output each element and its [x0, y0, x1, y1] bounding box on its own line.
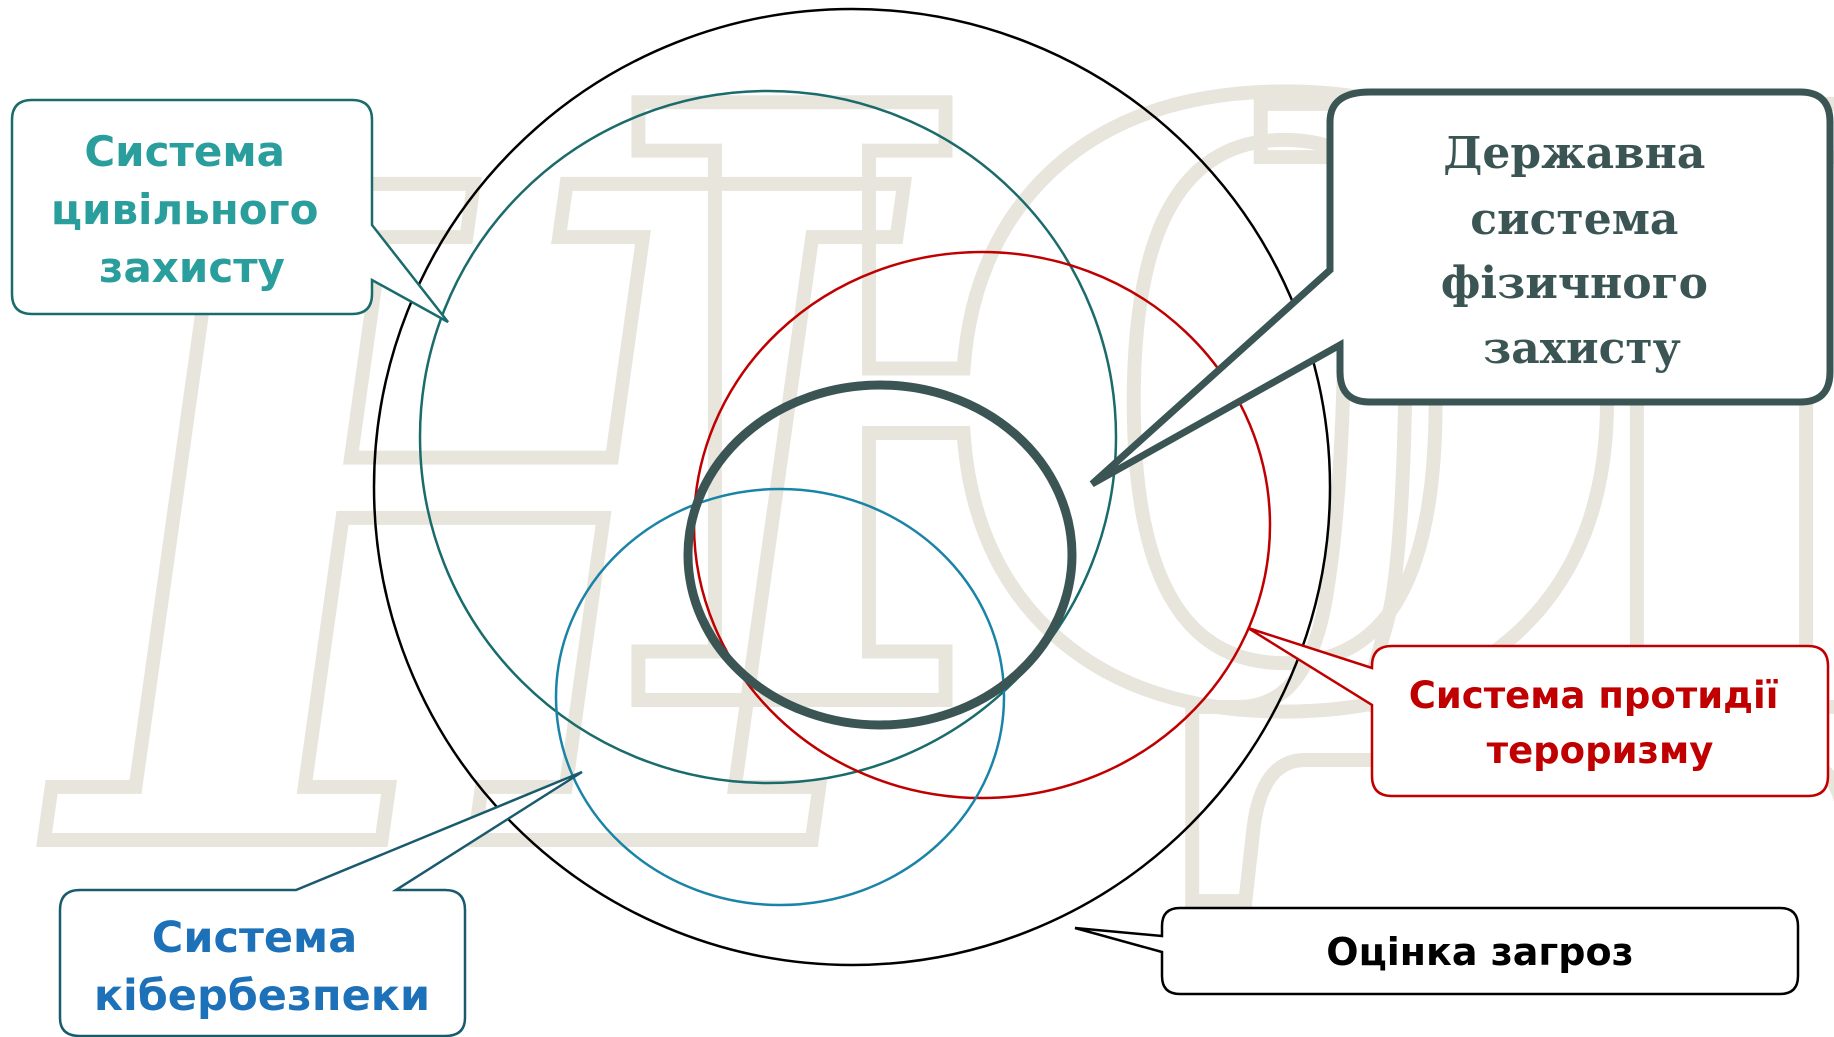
- physical-protection-callout: [1089, 88, 1834, 488]
- physical-protection-label: Державна система фізичного захисту: [1441, 128, 1724, 374]
- civil-defense-callout: [10, 98, 449, 324]
- threat-assessment-callout: [1074, 906, 1800, 996]
- civil-defense-label: Система цивільного захисту: [51, 127, 333, 292]
- cyber-label: Система кібербезпеки: [94, 913, 430, 1021]
- cyber-circle: [554, 487, 1006, 907]
- civil-defense-circle: [418, 89, 1118, 785]
- antiterror-callout: [1247, 626, 1830, 798]
- physical-protection-circle: [683, 380, 1077, 730]
- threat-assessment-circle: [372, 7, 1332, 967]
- threat-assessment-label: Оцінка загроз: [1326, 930, 1633, 974]
- antiterror-label: Система протидії тероризму: [1409, 674, 1792, 772]
- cyber-callout: [58, 770, 583, 1037]
